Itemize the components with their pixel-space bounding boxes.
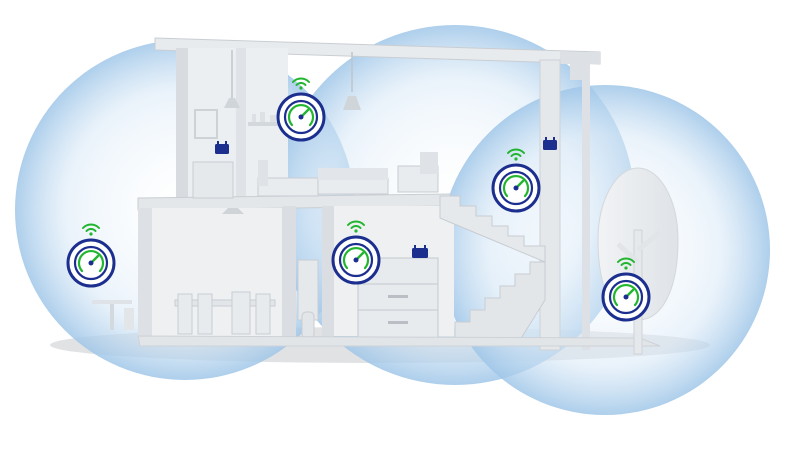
wall-frame <box>194 109 218 139</box>
speedometer-icon <box>491 163 541 213</box>
speedometer-icon <box>276 92 326 142</box>
router-icon <box>543 140 557 150</box>
speed-gauges <box>66 77 651 322</box>
dining-chair-2 <box>197 293 213 335</box>
pendant-lamp-2 <box>343 96 361 110</box>
house-structure <box>92 37 661 351</box>
shelf-item-2 <box>260 112 265 122</box>
gauge-lower-room <box>331 220 381 285</box>
wifi-signal-icon <box>82 223 100 236</box>
ground-slab <box>137 335 661 347</box>
outdoor-table-top <box>92 300 132 304</box>
pendant-lamp-1 <box>224 98 240 108</box>
lower-mid-wall <box>322 206 334 340</box>
upper-room-divider <box>236 48 246 198</box>
wall-shelf <box>248 122 284 126</box>
right-upper-post <box>582 60 590 350</box>
dining-table <box>174 299 276 307</box>
sofa-back <box>318 168 388 180</box>
drawer-handle-1 <box>388 295 408 298</box>
lower-back-wall-left <box>152 208 292 338</box>
lower-divider-wall <box>282 206 296 340</box>
roof-overhang <box>560 52 600 80</box>
wifi-signal-icon <box>347 220 365 233</box>
sofa-base <box>317 177 389 195</box>
router-right-wall <box>543 137 557 150</box>
routers <box>215 137 557 258</box>
router-antenna <box>217 141 219 145</box>
upper-room-left-post <box>176 48 188 200</box>
speedometer-icon <box>601 272 651 322</box>
tree-branch-left <box>616 242 640 264</box>
router-antenna <box>545 137 547 141</box>
gauge-upper-room <box>276 77 326 142</box>
speedometer-icon <box>331 235 381 285</box>
shelf-item-1 <box>252 114 256 122</box>
router-icon <box>412 248 428 258</box>
wifi-signal-icon <box>292 77 310 90</box>
router-upper-left <box>215 141 229 154</box>
wifi-signal-icon <box>507 148 525 161</box>
tree-branch-right <box>636 230 662 252</box>
drawer-handle-2 <box>388 321 408 324</box>
outdoor-table-leg <box>110 304 114 330</box>
staircase <box>439 195 546 341</box>
router-icon <box>215 144 229 154</box>
vase <box>301 311 315 339</box>
dresser <box>192 161 234 199</box>
armchair-back <box>420 152 438 174</box>
wifi-signal-icon <box>617 257 635 270</box>
dining-chair-1 <box>177 293 193 335</box>
router-antenna <box>553 137 555 141</box>
router-antenna <box>414 245 416 249</box>
bed-head <box>258 160 268 186</box>
lower-left-wall <box>138 208 152 340</box>
right-upper-wall <box>539 59 561 351</box>
router-dresser <box>412 245 428 258</box>
router-antenna <box>424 245 426 249</box>
router-antenna <box>225 141 227 145</box>
outdoor-chair <box>124 308 134 330</box>
gauge-living-room <box>491 148 541 213</box>
speedometer-icon <box>66 238 116 288</box>
shelf-item-3 <box>270 115 276 122</box>
gauge-outdoor-left <box>66 223 116 288</box>
dining-chair-3 <box>231 291 251 335</box>
ceiling-lamp-lower <box>222 208 244 214</box>
dining-chair-4 <box>255 293 271 335</box>
gauge-garden <box>601 257 651 322</box>
side-cabinet <box>297 259 319 321</box>
